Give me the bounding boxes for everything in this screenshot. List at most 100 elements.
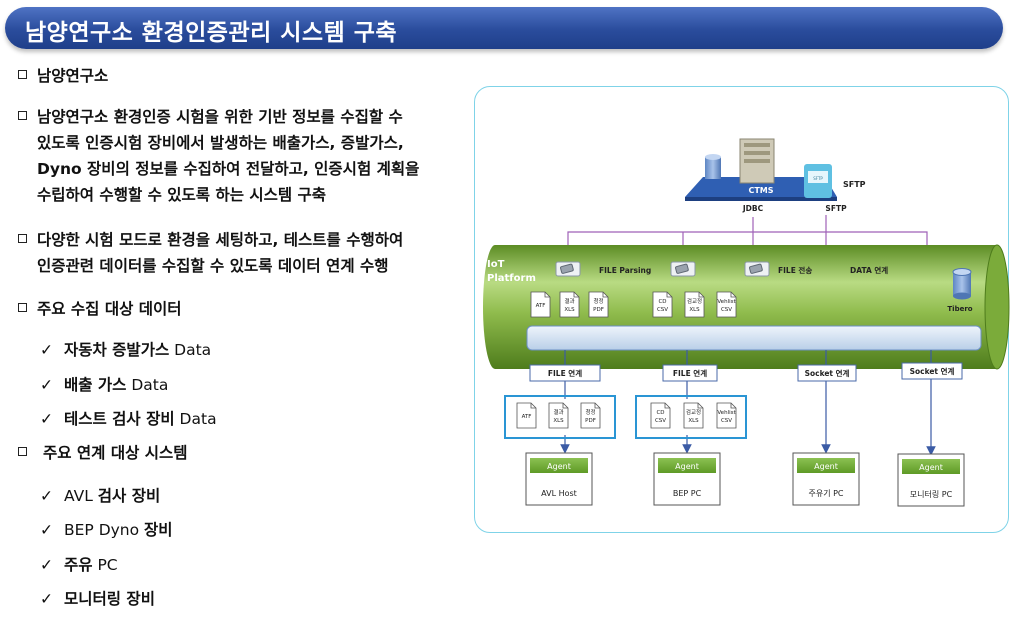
document-label: XLS — [553, 418, 564, 424]
document-label: ATF — [522, 414, 532, 420]
bullet-namyang: 남양연구소 — [18, 63, 108, 89]
check-item: ✓주유 PC — [40, 556, 118, 574]
check-item: ✓자동차 증발가스 Data — [40, 341, 212, 359]
title-banner: 남양연구소 환경인증관리 시스템 구축 — [5, 7, 1003, 49]
document-label: CSV — [721, 418, 732, 424]
bullet-collect-data: 주요 수집 대상 데이터 — [18, 296, 182, 322]
checkmark-icon: ✓ — [40, 410, 53, 428]
checkmark-icon: ✓ — [40, 556, 53, 574]
link-label: Socket 연계 — [797, 364, 857, 382]
svg-text:FILE 연계: FILE 연계 — [673, 368, 707, 378]
link-labels: FILE 연계 FILE 연계 Socket 연계 Socket 연계 — [529, 362, 963, 382]
document-label: 검교정 — [687, 298, 702, 305]
agent-label: Agent — [919, 463, 943, 472]
host-label: BEP PC — [673, 489, 702, 498]
document-label: XLS — [688, 418, 699, 424]
check-item: ✓AVL 검사 장비 — [40, 487, 161, 505]
document-icon: 검교정 XLS — [684, 291, 705, 318]
document-label: CSV — [721, 307, 732, 313]
platform-label-2: Platform — [487, 273, 536, 284]
file-group-bep — [635, 395, 747, 439]
host-label: AVL Host — [541, 489, 577, 498]
agent-label: Agent — [547, 462, 571, 471]
jdbc-label: JDBC — [742, 204, 764, 213]
agent-label: Agent — [675, 462, 699, 471]
document-label: CSV — [657, 307, 668, 313]
square-bullet-icon — [18, 303, 27, 312]
link-label: FILE 연계 — [529, 364, 601, 382]
file-group-avl — [504, 395, 616, 439]
document-label: PDF — [585, 418, 596, 424]
sftp-connection-label: SFTP — [825, 204, 847, 213]
document-icon: 검교정 XLS — [683, 402, 704, 429]
link-label: FILE 연계 — [662, 364, 718, 382]
host-box: Agent 모니터링 PC — [897, 453, 965, 507]
tibero-label: Tibero — [947, 305, 972, 313]
module-icon — [670, 261, 696, 277]
checkmark-icon: ✓ — [40, 590, 53, 608]
document-icon: ATF — [530, 291, 551, 318]
checkmark-icon: ✓ — [40, 341, 53, 359]
checkmark-icon: ✓ — [40, 376, 53, 394]
file-documents: ATF결과XLS청정PDFCDCSV검교정XLSVehlistCSVATF결과X… — [516, 291, 736, 429]
bullet-link-systems: 주요 연계 대상 시스템 — [18, 440, 188, 466]
square-bullet-icon — [18, 70, 27, 79]
host-label: 주유기 PC — [808, 489, 843, 498]
document-label: XLS — [689, 307, 700, 313]
sftp-label: SFTP — [843, 180, 866, 189]
document-label: 청정 — [593, 298, 603, 305]
document-icon: 청정 PDF — [580, 402, 601, 429]
module-icon — [555, 261, 581, 277]
document-icon: CD CSV — [652, 291, 673, 318]
architecture-diagram: CTMS SFTP SFTP JDBC SFTP IoT Platform FI… — [474, 86, 1010, 533]
document-label: CD — [656, 410, 664, 416]
document-label: CD — [658, 299, 666, 305]
svg-text:Socket 연계: Socket 연계 — [910, 366, 955, 376]
check-item: ✓배출 가스 Data — [40, 376, 169, 394]
document-label: PDF — [593, 307, 604, 313]
bullet-description: 남양연구소 환경인증 시험을 위한 기반 정보를 수집할 수 있도록 인증시험 … — [18, 104, 419, 208]
square-bullet-icon — [18, 234, 27, 243]
document-label: 결과 — [564, 297, 574, 305]
link-label: Socket 연계 — [901, 362, 963, 380]
tibero-database-icon: Tibero — [947, 268, 973, 313]
document-label: 청정 — [585, 409, 595, 416]
host-label: 모니터링 PC — [910, 489, 953, 499]
sftp-icon-text: SFTP — [813, 176, 823, 181]
document-label: 검교정 — [686, 409, 701, 416]
square-bullet-icon — [18, 111, 27, 120]
ctms-server-icon: CTMS — [685, 138, 837, 201]
document-label: 결과 — [553, 408, 563, 416]
bullet-test-mode: 다양한 시험 모드로 환경을 세팅하고, 테스트를 수행하여 인증관련 데이터를… — [18, 227, 403, 279]
document-label: Vehlist — [717, 299, 736, 305]
document-label: ATF — [536, 303, 546, 309]
checkmark-icon: ✓ — [40, 521, 53, 539]
check-item: ✓테스트 검사 장비 Data — [40, 410, 217, 428]
file-transfer-label: FILE 전송 — [778, 265, 812, 275]
document-label: Vehlist — [717, 410, 736, 416]
data-bus — [526, 325, 982, 351]
svg-text:FILE 연계: FILE 연계 — [548, 368, 582, 378]
document-icon: ATF — [516, 402, 537, 429]
document-icon: 청정 PDF — [588, 291, 609, 318]
svg-text:Socket 연계: Socket 연계 — [805, 368, 850, 378]
host-box: Agent 주유기 PC — [792, 452, 860, 506]
document-label: XLS — [564, 307, 575, 313]
platform-label-1: IoT — [487, 259, 505, 270]
checkmark-icon: ✓ — [40, 487, 53, 505]
agent-label: Agent — [814, 462, 838, 471]
check-item: ✓BEP Dyno 장비 — [40, 521, 173, 539]
sftp-server-icon: SFTP SFTP — [804, 164, 866, 198]
square-bullet-icon — [18, 447, 27, 456]
ctms-label: CTMS — [748, 186, 773, 195]
data-link-label: DATA 연계 — [850, 265, 888, 275]
document-icon: 결과 XLS — [548, 402, 569, 429]
document-icon: 결과 XLS — [559, 291, 580, 318]
file-parsing-label: FILE Parsing — [599, 266, 651, 275]
